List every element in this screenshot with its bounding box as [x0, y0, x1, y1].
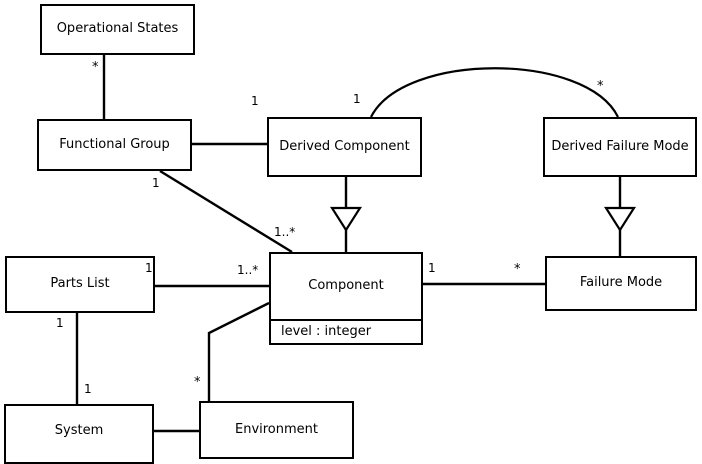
multiplicity-label-functionalgroup-derivedcomponent: 1 — [251, 94, 259, 108]
class-name: Derived Failure Mode — [551, 138, 689, 154]
uml-class-system[interactable]: System — [4, 404, 154, 464]
multiplicity-label-functionalgroup-component: 1 — [152, 176, 160, 190]
multiplicity-label-partslist-component: 1 — [145, 261, 153, 275]
class-name: Component — [308, 278, 384, 294]
multiplicity-label-system-partslist: 1 — [84, 382, 92, 396]
class-attributes: level : integer — [271, 318, 421, 343]
uml-class-parts-list[interactable]: Parts List — [5, 256, 155, 313]
gen-derivedfailuremode-failuremode-arrowhead — [603, 206, 637, 233]
class-name: Functional Group — [59, 136, 170, 152]
class-name: Operational States — [56, 21, 179, 37]
multiplicity-label-component-failuremode: 1 — [428, 261, 436, 275]
class-name: Parts List — [50, 276, 110, 292]
gen-derivedcomponent-component-arrowhead — [329, 206, 363, 233]
class-name: Derived Component — [279, 138, 410, 154]
multiplicity-label-failuremode-component: * — [514, 262, 521, 277]
uml-class-operational-states[interactable]: Operational States — [40, 4, 195, 55]
assoc-functionalgroup-component — [159, 169, 293, 254]
uml-class-component[interactable]: Component level : integer — [269, 252, 423, 345]
class-name: System — [54, 422, 104, 438]
multiplicity-label-derivedfailuremode-curve: * — [597, 79, 604, 94]
multiplicity-label-component-partslist: 1..* — [237, 263, 259, 277]
class-attribute: level : integer — [281, 323, 372, 339]
class-name: Failure Mode — [579, 275, 663, 291]
multiplicity-label-component-functionalgroup: 1..* — [274, 225, 296, 239]
multiplicity-label-derivedcomponent-curve: 1 — [353, 92, 361, 106]
uml-class-derived-component[interactable]: Derived Component — [267, 117, 422, 177]
multiplicity-label-partslist-system: 1 — [56, 316, 64, 330]
assoc-derivedcomponent-derivedfailuremode — [370, 67, 619, 118]
uml-class-functional-group[interactable]: Functional Group — [37, 119, 192, 171]
multiplicity-label-environment-component: * — [194, 375, 201, 390]
multiplicity-label-opstates-functionalgroup: * — [92, 60, 99, 75]
uml-class-derived-failure-mode[interactable]: Derived Failure Mode — [543, 117, 697, 177]
uml-class-environment[interactable]: Environment — [199, 401, 354, 459]
class-name: Environment — [234, 421, 318, 437]
assoc-environment-component — [207, 301, 270, 401]
uml-class-failure-mode[interactable]: Failure Mode — [545, 256, 697, 311]
